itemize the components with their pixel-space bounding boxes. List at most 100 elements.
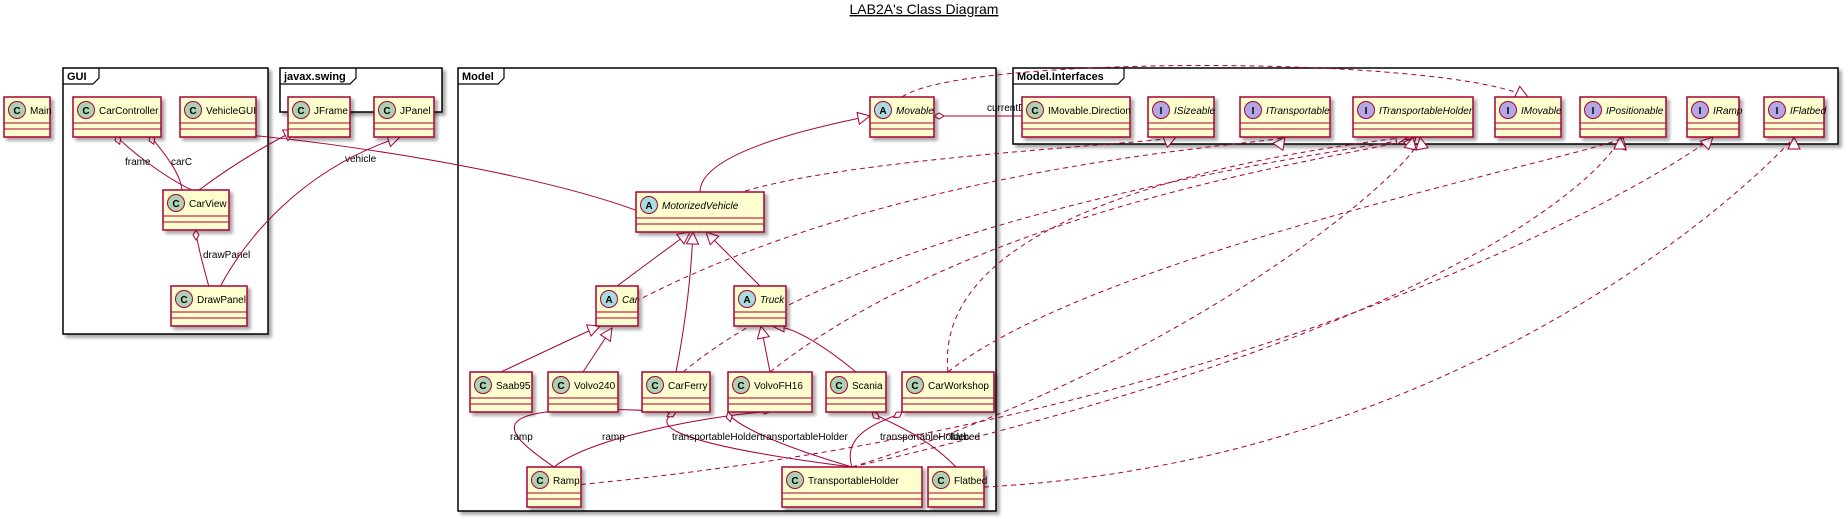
class-stereotype-icon (474, 376, 492, 394)
class-transportable-holder[interactable]: C TransportableHolder (781, 466, 923, 508)
relation-label: frame (125, 157, 151, 168)
package-title: Model (462, 71, 494, 83)
class-stereotype-icon (8, 101, 26, 119)
class-name: CarFerry (668, 381, 707, 392)
class-name: ITransportable (1266, 106, 1330, 117)
class-name: IMovable.Direction (1048, 106, 1131, 117)
relation-aggregation: transportableHolder (849, 411, 968, 468)
stereotype-letter: C (479, 381, 486, 392)
package-title: GUI (67, 71, 87, 83)
class-i-transportable[interactable]: I ITransportable (1239, 96, 1331, 138)
class-stereotype-icon (732, 376, 750, 394)
class-name: CarView (189, 199, 227, 210)
interface-stereotype-icon (1499, 101, 1517, 119)
stereotype-letter: A (605, 295, 612, 306)
stereotype-letter: C (557, 381, 564, 392)
class-volvo240[interactable]: C Volvo240 (547, 371, 619, 413)
diagram-title: LAB2A's Class Diagram (850, 1, 999, 17)
relation-label: transportableHolder (880, 432, 968, 443)
interface-stereotype-icon (1357, 101, 1375, 119)
stereotype-letter: C (13, 106, 20, 117)
relation-inheritance (705, 231, 761, 287)
relation-aggregation: flatbed (871, 411, 980, 468)
stereotype-letter: C (172, 199, 179, 210)
relation-realization (553, 136, 1714, 488)
stereotype-letter: I (1592, 106, 1595, 117)
class-stereotype-icon (552, 376, 570, 394)
abstract-stereotype-icon (874, 101, 892, 119)
stereotype-letter: A (879, 106, 886, 117)
relation-label: transportableHolder (672, 432, 760, 443)
class-name: TransportableHolder (808, 476, 899, 487)
relation-label: carC (171, 157, 192, 168)
abstract-stereotype-icon (600, 290, 618, 308)
stereotype-letter: C (937, 476, 944, 487)
relation-inheritance (699, 111, 872, 193)
stereotype-letter: C (791, 476, 798, 487)
class-stereotype-icon (786, 471, 804, 489)
relation-aggregation: transportableHolder (725, 411, 853, 468)
stereotype-letter: I (1776, 106, 1779, 117)
class-stereotype-icon (167, 194, 185, 212)
relation-label: vehicle (345, 154, 377, 165)
relation-aggregation: drawPanel (192, 229, 250, 288)
class-i-flatbed[interactable]: I IFlatbed (1763, 96, 1827, 138)
class-name: ITransportableHolder (1379, 106, 1473, 117)
relation-realization (769, 135, 1417, 373)
class-name: IFlatbed (1790, 106, 1827, 117)
stereotype-letter: C (536, 476, 543, 487)
relation-realization (626, 136, 1286, 307)
class-name: Saab95 (496, 381, 531, 392)
class-name: IMovable (1521, 106, 1562, 117)
relation-inheritance (675, 230, 700, 373)
stereotype-letter: I (1252, 106, 1255, 117)
stereotype-letter: C (911, 381, 918, 392)
relation-inheritance (582, 327, 613, 373)
stereotype-letter: C (383, 106, 390, 117)
class-name: MotorizedVehicle (662, 201, 739, 212)
class-j-panel[interactable]: C JPanel (373, 96, 435, 138)
class-name: ISizeable (1174, 106, 1216, 117)
stereotype-letter: C (297, 106, 304, 117)
relation-label: flatbed (950, 432, 980, 443)
interface-stereotype-icon (1584, 101, 1602, 119)
class-stereotype-icon (531, 471, 549, 489)
class-stereotype-icon (932, 471, 950, 489)
class-motorized-vehicle[interactable]: A MotorizedVehicle (635, 191, 765, 233)
package-title: javax.swing (283, 71, 346, 83)
class-name: Scania (852, 381, 883, 392)
class-car-view[interactable]: C CarView (162, 189, 230, 231)
class-stereotype-icon (175, 290, 193, 308)
interface-stereotype-icon (1768, 101, 1786, 119)
class-name: JPanel (400, 106, 431, 117)
relation-inheritance (756, 324, 771, 373)
stereotype-letter: A (645, 201, 652, 212)
stereotype-letter: C (82, 106, 89, 117)
stereotype-letter: C (651, 381, 658, 392)
class-car-ferry[interactable]: C CarFerry (641, 371, 711, 413)
class-stereotype-icon (184, 101, 202, 119)
class-name: Volvo240 (574, 381, 616, 392)
class-name: IRamp (1713, 106, 1743, 117)
class-saab95[interactable]: C Saab95 (469, 371, 533, 413)
